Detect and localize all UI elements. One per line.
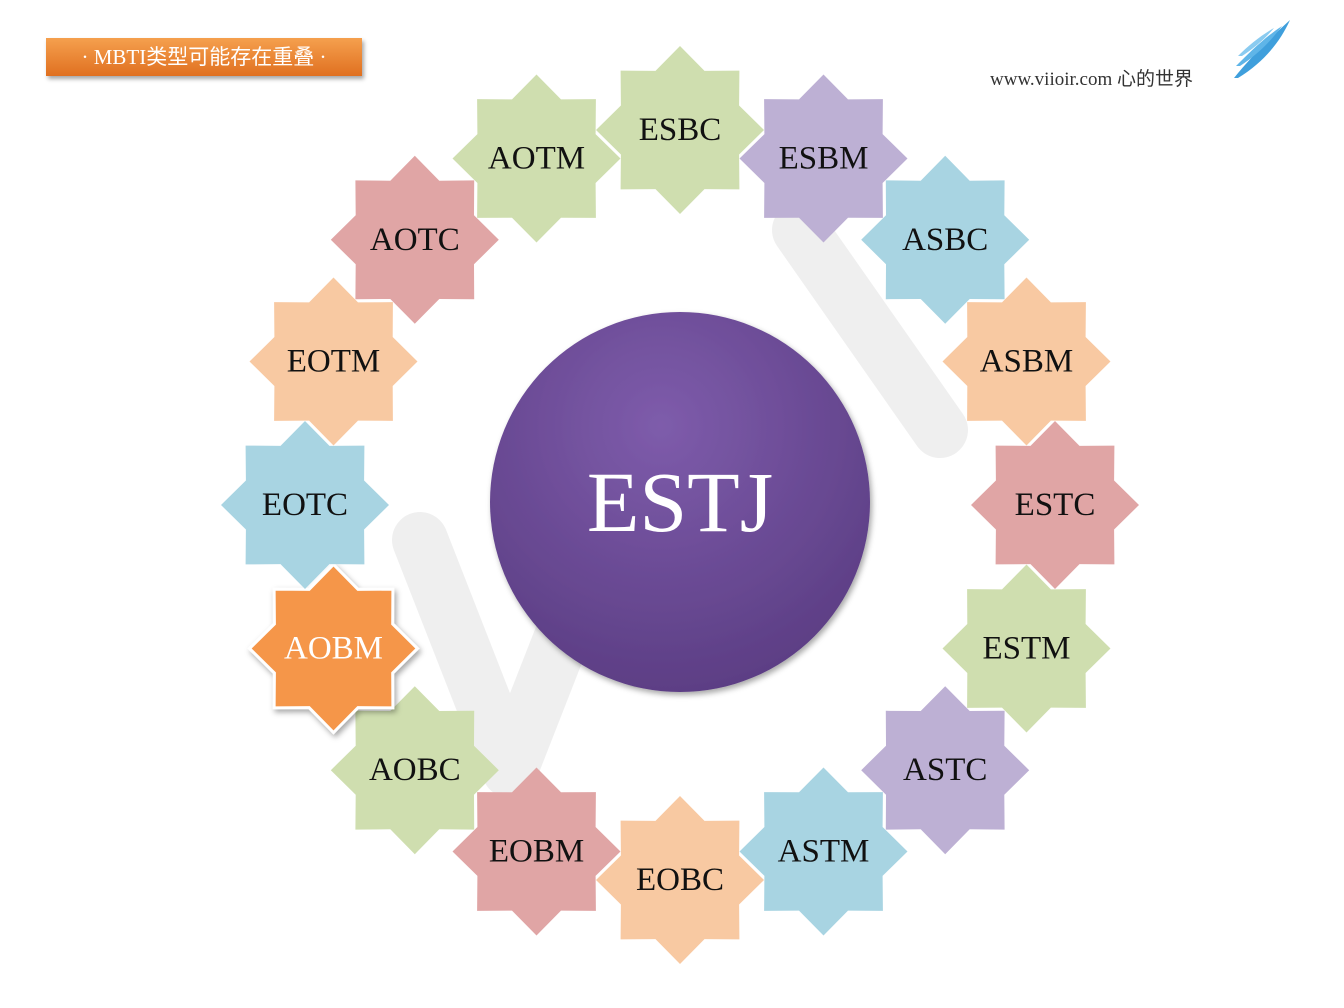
star-shape-estm xyxy=(942,564,1111,733)
star-shape-eotm xyxy=(249,277,418,446)
star-node-eobc: EOBC xyxy=(596,796,764,964)
wing-logo-icon xyxy=(1234,20,1290,78)
star-node-aotm: AOTM xyxy=(452,74,621,243)
star-shape-aobm xyxy=(247,562,420,735)
star-shape-eobm xyxy=(452,767,621,936)
star-shape-astc xyxy=(861,686,1030,855)
star-label-eobc: EOBC xyxy=(636,862,724,898)
page-title: · MBTI类型可能存在重叠 · xyxy=(81,45,327,69)
star-shape-aotm xyxy=(452,74,621,243)
star-shape-asbm xyxy=(942,277,1111,446)
star-label-estc: ESTC xyxy=(1015,487,1096,523)
center-circle-group: ESTJ xyxy=(490,312,870,692)
star-label-esbm: ESBM xyxy=(779,141,869,177)
star-shape-eotc xyxy=(221,421,389,589)
star-node-esbc: ESBC xyxy=(596,46,764,214)
star-label-aotc: AOTC xyxy=(370,222,460,258)
star-label-eotm: EOTM xyxy=(287,344,381,380)
site-url: www.viioir.com 心的世界 xyxy=(990,69,1194,90)
star-shape-astm xyxy=(739,767,908,936)
star-ring: ESBC ESBM ASBC ASBM ESTC ESTM ASTC ASTM EOBC EOBM… xyxy=(221,46,1139,964)
star-label-aobc: AOBC xyxy=(369,752,461,788)
star-node-estc: ESTC xyxy=(971,421,1139,589)
star-node-aobc: AOBC xyxy=(330,686,499,855)
star-label-astm: ASTM xyxy=(778,834,870,870)
star-shape-estc xyxy=(971,421,1139,589)
star-label-asbm: ASBM xyxy=(980,344,1074,380)
star-node-asbm: ASBM xyxy=(942,277,1111,446)
center-label: ESTJ xyxy=(587,454,773,550)
star-node-asbc: ASBC xyxy=(861,155,1030,324)
star-node-eotm: EOTM xyxy=(249,277,418,446)
star-node-astc: ASTC xyxy=(861,686,1030,855)
star-shape-esbc xyxy=(596,46,764,214)
star-label-asbc: ASBC xyxy=(902,222,988,258)
star-node-eotc: EOTC xyxy=(221,421,389,589)
star-shape-eobc xyxy=(596,796,764,964)
star-node-esbm: ESBM xyxy=(739,74,908,243)
center-circle xyxy=(490,312,870,692)
star-label-esbc: ESBC xyxy=(639,112,722,148)
star-label-eobm: EOBM xyxy=(489,834,584,870)
star-node-eobm: EOBM xyxy=(452,767,621,936)
star-label-estm: ESTM xyxy=(982,631,1070,667)
star-label-aobm: AOBM xyxy=(284,631,383,667)
star-node-aotc: AOTC xyxy=(330,155,499,324)
star-label-aotm: AOTM xyxy=(488,141,585,177)
star-shape-aobc xyxy=(330,686,499,855)
star-shape-asbc xyxy=(861,155,1030,324)
star-label-astc: ASTC xyxy=(903,752,987,788)
star-node-aobm: AOBM xyxy=(247,562,420,735)
star-label-eotc: EOTC xyxy=(262,487,348,523)
star-node-astm: ASTM xyxy=(739,767,908,936)
title-badge: · MBTI类型可能存在重叠 · xyxy=(46,38,362,76)
star-node-estm: ESTM xyxy=(942,564,1111,733)
star-shape-aotc xyxy=(330,155,499,324)
star-shape-esbm xyxy=(739,74,908,243)
